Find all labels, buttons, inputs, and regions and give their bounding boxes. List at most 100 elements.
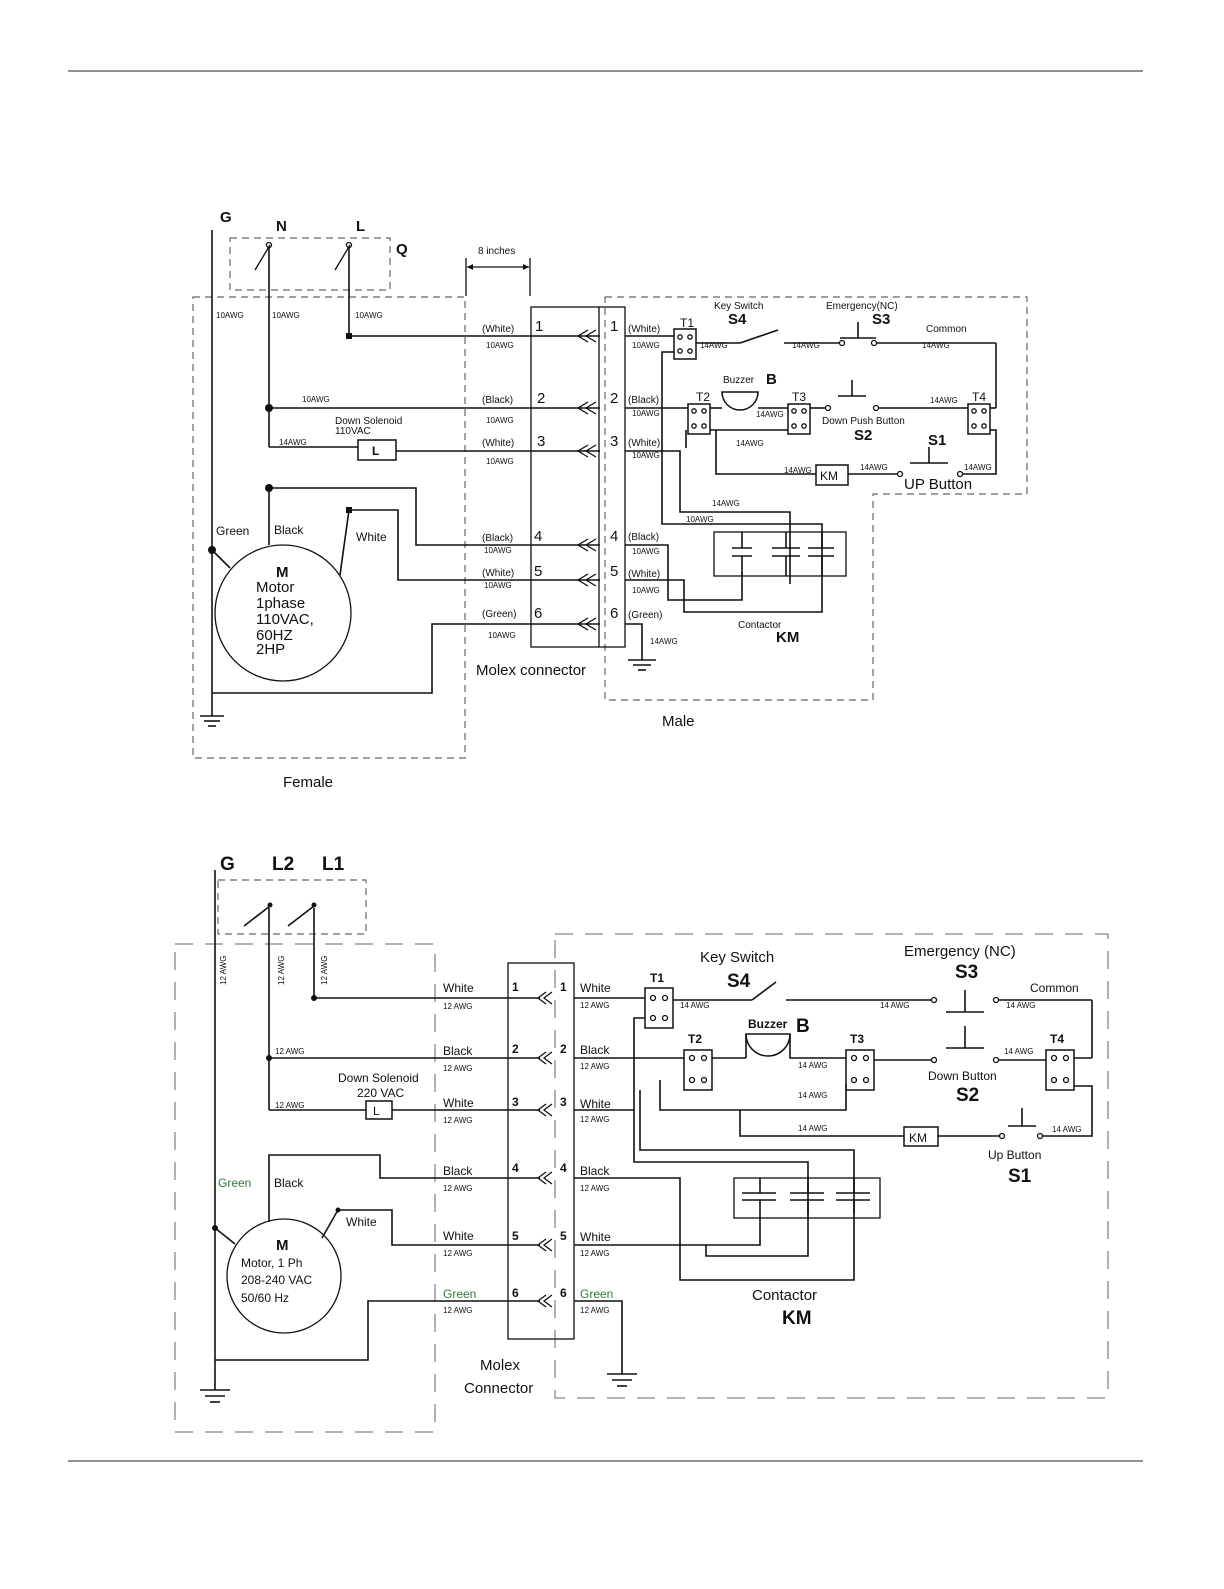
emergency2-contact-a	[930, 996, 938, 1004]
pin2-3-chevron	[536, 1103, 553, 1117]
pin-6-color-left: (Green)	[482, 609, 516, 620]
terminal-t3-2	[845, 1049, 875, 1091]
terminal-g2-label: G	[220, 854, 235, 875]
pin-2-color-right: (Black)	[628, 395, 659, 406]
motor-white-junction-2	[335, 1207, 341, 1213]
up-button-label-2: Up Button	[988, 1148, 1041, 1162]
wire-4-male-2	[574, 1090, 855, 1281]
down-button-label-2: Down Button	[928, 1069, 997, 1083]
male-control-circuit-2: T1 Key Switch S4 14 AWG 14 AWG Emergency…	[574, 943, 1093, 1387]
solenoid-symbol-1: L	[372, 444, 379, 458]
wire-t4-up-2	[1042, 1085, 1093, 1137]
pin2-4-awg-right: 12 AWG	[580, 1184, 610, 1193]
molex-connector-2	[507, 962, 575, 1340]
t4-label-2: T4	[1050, 1032, 1064, 1046]
terminal-t4-1	[967, 403, 991, 435]
pin2-5-num-left: 5	[512, 1229, 519, 1243]
awg-t1-ks-2: 14 AWG	[680, 1001, 710, 1010]
motor-symbol-2: M	[276, 1237, 289, 1254]
pin2-6-color-left: Green	[443, 1287, 476, 1301]
awg-l2-2: 12 AWG	[275, 1047, 305, 1056]
pin2-3-num-right: 3	[560, 1095, 567, 1109]
motor-black-wire-1	[268, 487, 600, 546]
buzzer-id-2: B	[796, 1016, 810, 1037]
awg-t2-t3-2: 14 AWG	[798, 1091, 828, 1100]
t4b-dot-c	[1050, 1076, 1058, 1084]
pin-3-num-right: 3	[610, 433, 618, 450]
pin2-1-color-right: White	[580, 981, 611, 995]
female-enclosure-2	[174, 943, 436, 1433]
t3b-dot-c	[850, 1076, 858, 1084]
t3-label-1: T3	[792, 390, 806, 404]
km-coil-1	[815, 464, 849, 486]
key-switch-label-2: Key Switch	[700, 949, 774, 966]
t1-label-1: T1	[680, 316, 694, 330]
awg-t2-t3: 14AWG	[736, 439, 764, 448]
pin-4-color-left: (Black)	[482, 533, 513, 544]
pin2-3-num-left: 3	[512, 1095, 519, 1109]
breaker-l1-contact	[311, 902, 317, 908]
awg-down-t4-2: 14 AWG	[1004, 1047, 1034, 1056]
down-button-id-2: S2	[956, 1085, 979, 1106]
t2-label-1: T2	[696, 390, 710, 404]
t1b-dot-a	[649, 994, 657, 1002]
t3-dot-a	[791, 408, 797, 414]
pin-5-chevron	[576, 573, 597, 587]
emergency-label-1: Emergency(NC)	[826, 301, 898, 312]
down2-contact-a	[930, 1056, 938, 1064]
down-push-id-1: S2	[854, 427, 872, 444]
pin2-2-awg-left: 12 AWG	[443, 1064, 473, 1073]
down-contact-a	[824, 404, 832, 412]
pin2-3-awg-left: 12 AWG	[443, 1116, 473, 1125]
pin2-4-awg-left: 12 AWG	[443, 1184, 473, 1193]
t2-dot-b	[701, 408, 707, 414]
t1b-dot-c	[649, 1014, 657, 1022]
t3b-dot-a	[850, 1054, 858, 1062]
terminal-g-label: G	[220, 209, 232, 226]
motor-line-1c: 110VAC,	[256, 611, 314, 628]
motor-ground-wire-2	[215, 1300, 540, 1361]
pin2-6-num-right: 6	[560, 1286, 567, 1300]
pin-5-num-left: 5	[534, 563, 542, 580]
awg-km-up: 14AWG	[860, 463, 888, 472]
up-contact-a	[896, 470, 904, 478]
dim-label: 8 inches	[478, 246, 515, 257]
pin2-6-awg-left: 12 AWG	[443, 1306, 473, 1315]
pin-5-color-right: (White)	[628, 569, 660, 580]
motor-line-1b: 1phase	[256, 595, 305, 612]
key-switch-label-1: Key Switch	[714, 301, 763, 312]
km-label-1: KM	[820, 469, 838, 483]
pin2-5-color-left: White	[443, 1229, 474, 1243]
motor-white-label-2: White	[346, 1215, 377, 1229]
buzzer-2	[745, 1033, 791, 1057]
motor-2	[226, 1218, 342, 1334]
terminal-t2-1	[687, 403, 711, 435]
male-enclosure-2	[554, 933, 1109, 1399]
pin-6-color-right: (Green)	[628, 610, 662, 621]
pin2-1-num-left: 1	[512, 980, 519, 994]
molex-pins-1: (White) 10AWG 1 1 (White) 10AWG (Black) …	[482, 318, 678, 646]
pin-3-awg-right: 10AWG	[632, 451, 660, 460]
contactor-poles-2	[742, 1178, 870, 1214]
t4b-dot-a	[1050, 1054, 1058, 1062]
pin2-4-color-right: Black	[580, 1164, 610, 1178]
t4-dot-d	[981, 423, 987, 429]
t1-dot-c	[677, 348, 683, 354]
terminal-l2-label: L2	[272, 854, 294, 875]
pin2-6-awg-right: 12 AWG	[580, 1306, 610, 1315]
t3b-dot-d	[862, 1076, 870, 1084]
awg-t4-up: 14AWG	[964, 463, 992, 472]
pin-1-chevron	[576, 329, 597, 343]
key-switch-blade-1	[739, 329, 779, 344]
pin-4-awg-right: 10AWG	[632, 547, 660, 556]
buzzer-label-2: Buzzer	[748, 1017, 788, 1031]
pin2-5-color-right: White	[580, 1230, 611, 1244]
pin-1-num-right: 1	[610, 318, 618, 335]
pin-1-awg-right: 10AWG	[632, 341, 660, 350]
awg-l2: 12 AWG	[277, 956, 286, 986]
t1b-dot-d	[661, 1014, 669, 1022]
awg-em-common-2: 14 AWG	[1006, 1001, 1036, 1010]
awg-l1: 12 AWG	[320, 956, 329, 986]
contactor-label-2: Contactor	[752, 1287, 817, 1304]
awg-t4-up-2: 14 AWG	[1052, 1125, 1082, 1134]
